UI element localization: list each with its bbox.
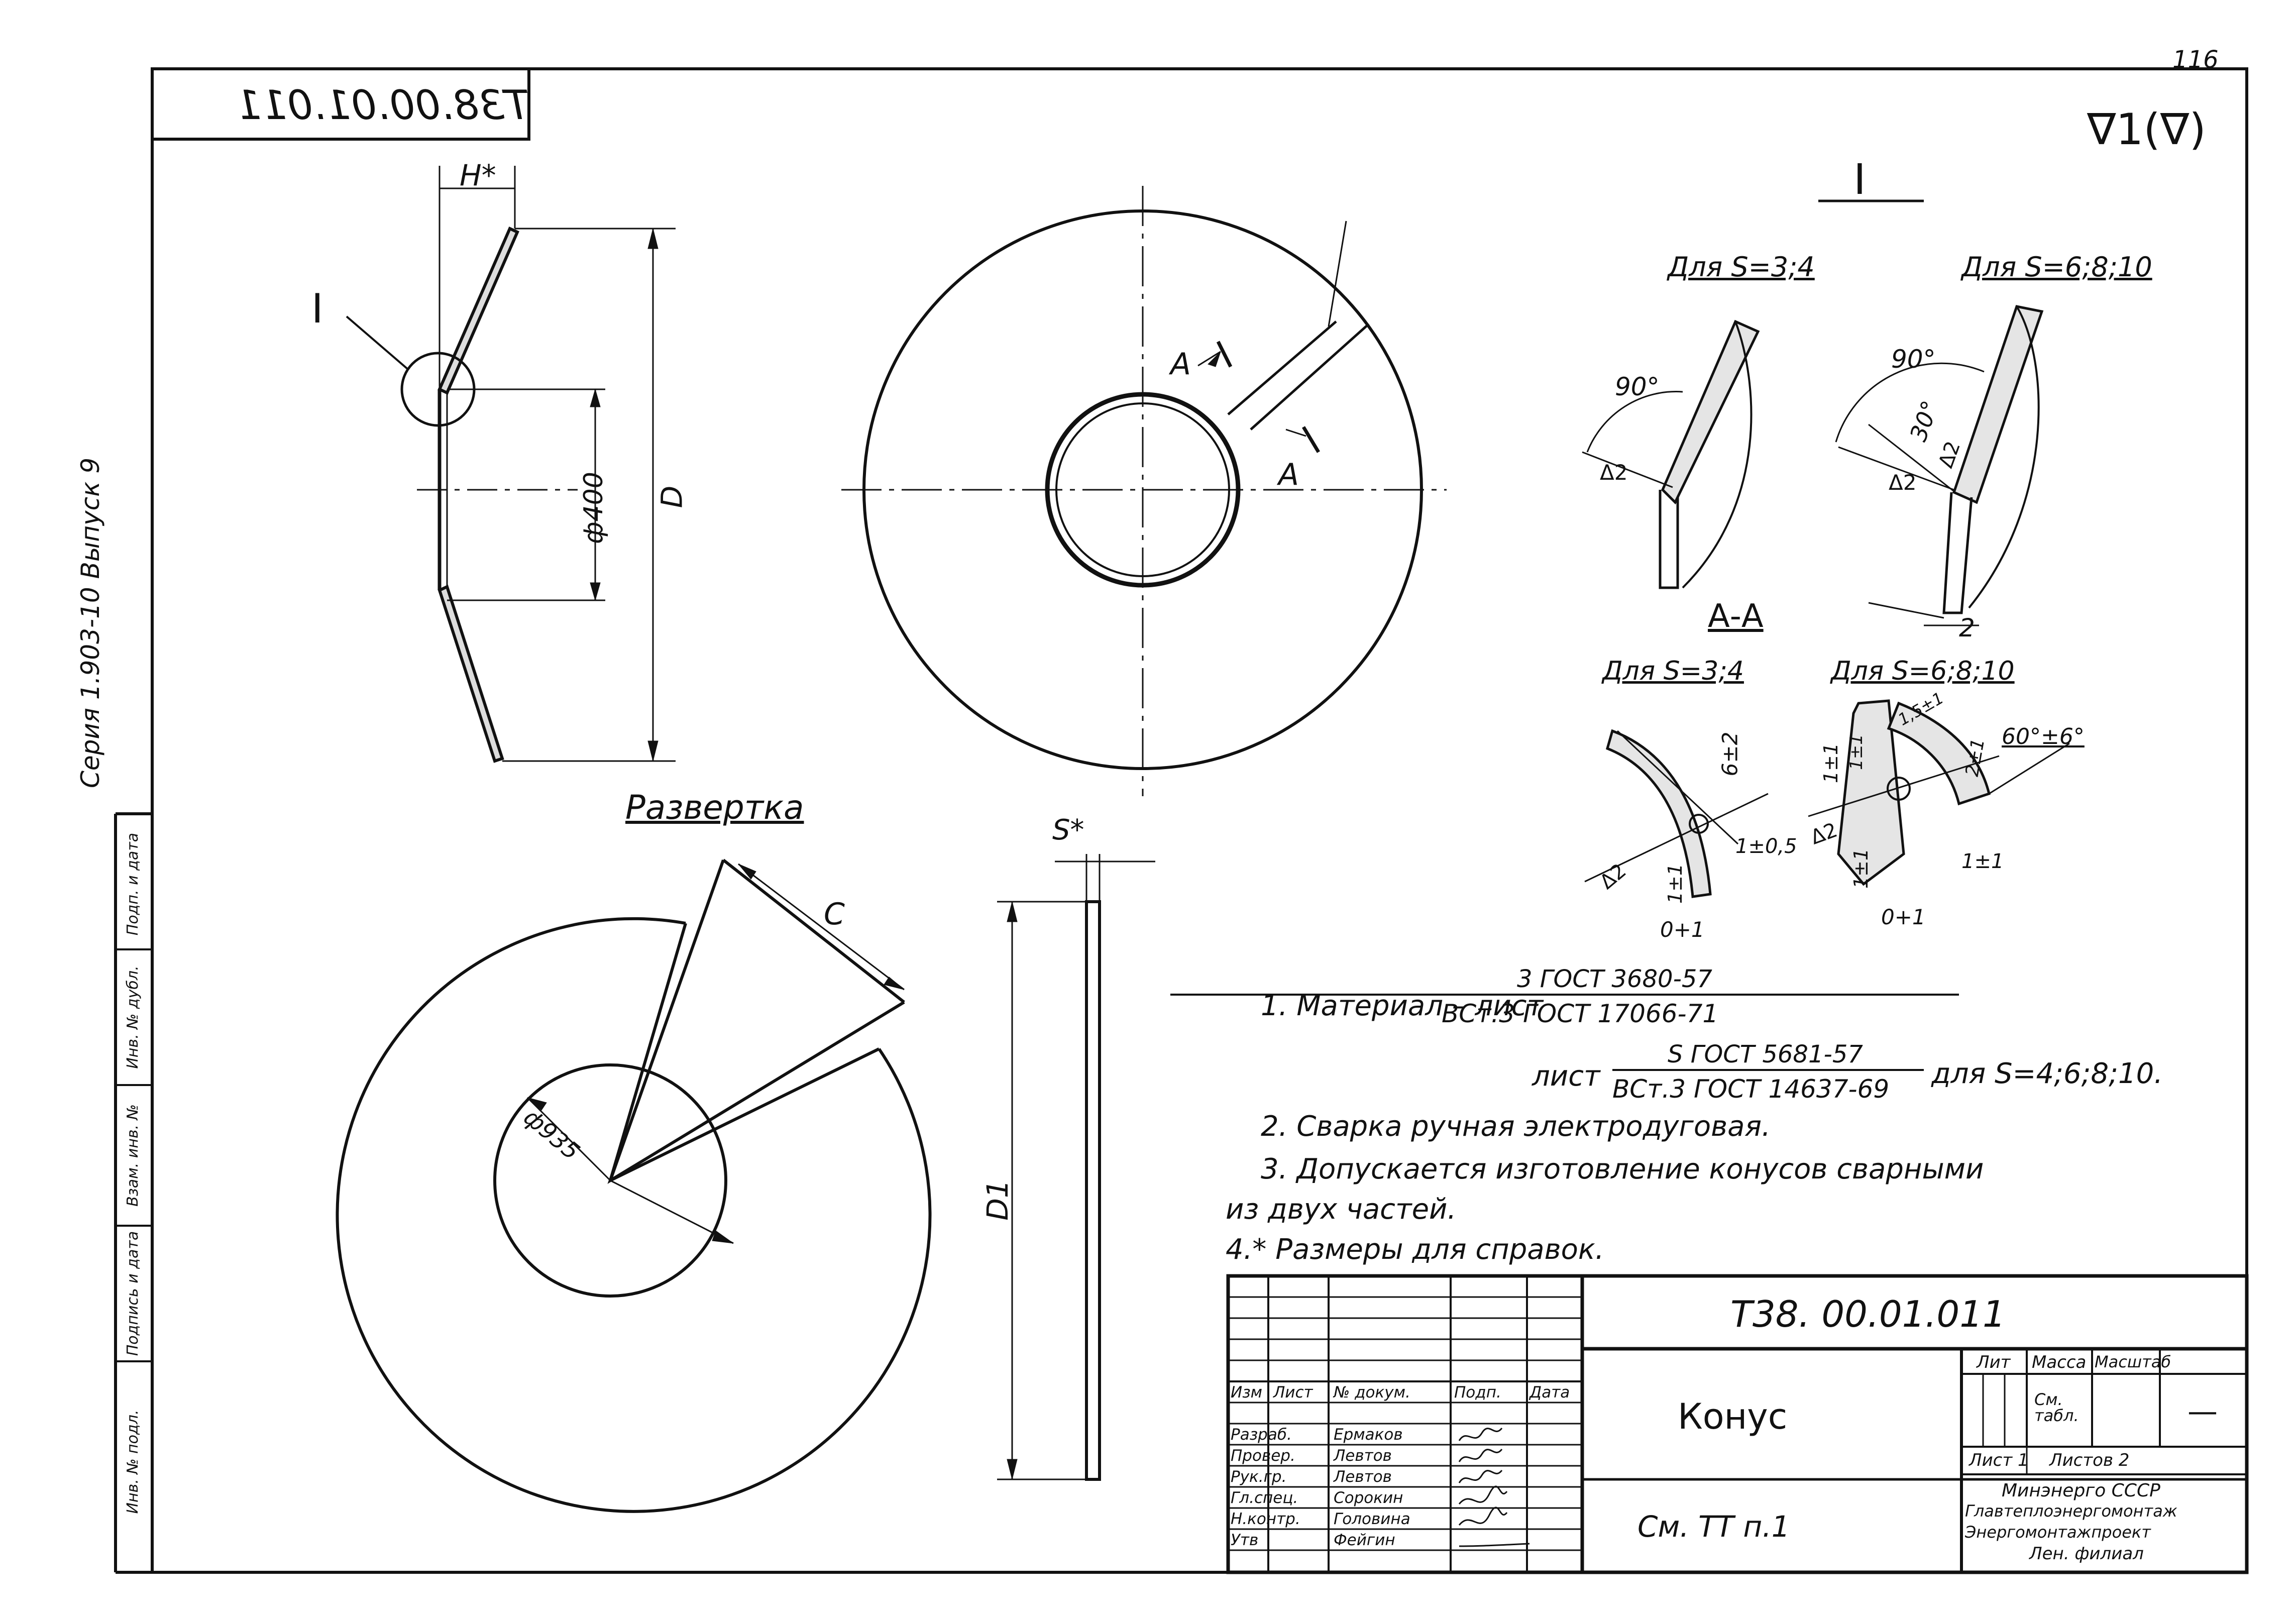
col-header: Лист [1273,1383,1313,1402]
angle-90: 90° [1615,372,1660,401]
note-1-denominator: ВСт.3 ГОСТ 14637-69 [1612,1074,1890,1104]
flat-blank-view [997,854,1155,1481]
mirrored-doc-code: Т38.00.01.011 [236,82,529,129]
side-stamp-field: Инв. № подл. [124,1410,142,1514]
role-name: Сорокин [1334,1489,1403,1507]
role-name: Левтов [1334,1468,1392,1486]
development-view [336,858,932,1513]
title-part-name: Конус [1678,1396,1788,1437]
side-stamp-field: Подп. и дата [124,832,142,936]
dim-d1: D1 [980,1179,1015,1221]
detail-marker: I [311,285,323,332]
sheet-frame [151,67,2248,1574]
detail-left-caption: Для S=3;4 [1668,251,1815,283]
weld-symbol: Δ2 [1889,470,1917,495]
title-reference: См. ТТ п.1 [1637,1510,1790,1544]
dim-6pm2: 6±2 [1717,731,1742,777]
role-label: Провер. [1231,1447,1295,1465]
dim-h: H* [460,158,496,192]
dim-s: S* [1052,814,1084,846]
section-mark-a: A [1278,457,1299,492]
scale-value: — [2188,1394,2218,1429]
note-3-cont: из двух частей. [1226,1193,1457,1226]
scale-header: Масштаб [2095,1352,2171,1371]
org-line: Энергомонтажпроект [1965,1523,2151,1542]
dim-0p1: 0+1 [1660,917,1705,942]
lit-header: Лит [1977,1352,2011,1372]
dim-1pm1: 1±1 [1664,863,1687,904]
dim-0p1: 0+1 [1881,905,1926,929]
note-3: 3. Допускается изготовление конусов свар… [1261,1153,1984,1186]
col-header: № докум. [1334,1383,1410,1402]
section-mark-a: A [1170,347,1191,382]
note-4: 4.* Размеры для справок. [1226,1233,1604,1266]
org-line: Лен. филиал [2029,1544,2144,1564]
org-line: Минэнерго СССР [2002,1480,2160,1501]
weld-symbol: Δ2 [1600,460,1628,485]
title-block-grid [1226,1274,2249,1574]
org-line: Главтеплоэнергомонтаж [1965,1501,2177,1521]
note-2: 2. Сварка ручная электродуговая. [1261,1110,1771,1143]
side-stamp-field: Инв. № дубл. [124,965,142,1069]
angle-90: 90° [1891,345,1936,374]
role-name: Ермаков [1334,1426,1403,1444]
dim-1pm1: 1±1 [1850,848,1873,889]
cone-top-view [841,186,1447,796]
col-header: Дата [1529,1383,1570,1402]
role-label: Н.контр. [1231,1510,1300,1528]
razvertka-title: Развертка [625,788,804,827]
role-label: Разраб. [1231,1426,1292,1444]
angle-60: 60°±6° [2002,724,2085,749]
dim-1pm1: 1±1 [1846,734,1867,770]
series-label: Серия 1.903-10 Выпуск 9 [76,457,105,789]
dim-2: 2 [1959,613,1975,642]
section-left-caption: Для S=3;4 [1602,656,1744,686]
page-number: 116 [2172,46,2219,74]
mass-value: См. табл. [2034,1390,2079,1425]
dim-c: C [824,897,845,932]
dim-1pm1: 1±1 [1961,850,2004,873]
col-header: Изм [1231,1383,1263,1402]
detail-title: I [1853,155,1866,204]
note-1-denominator: ВСт.3 ГОСТ 17066-71 [1442,999,1719,1028]
role-label: Гл.спец. [1231,1489,1298,1507]
title-doc-code: Т38. 00.01.011 [1730,1293,2006,1335]
sheets-label: Листов 2 [2049,1450,2130,1470]
surface-finish-symbol: ∇1(∇) [2087,104,2206,155]
side-stamp-field: Подпись и дата [124,1231,142,1356]
note-1-numerator: S ГОСТ 5681-57 [1668,1040,1863,1068]
role-label: Утв [1231,1531,1259,1549]
side-stamp-field: Взам. инв. № [124,1104,142,1207]
note-1-suffix: для S=4;6;8;10. [1931,1057,2163,1090]
section-title: А-А [1708,598,1764,635]
dim-d: D [654,485,689,508]
role-name: Левтов [1334,1447,1392,1465]
col-header: Подп. [1454,1383,1501,1402]
section-right-caption: Для S=6;8;10 [1831,656,2015,686]
note-1-numerator: 3 ГОСТ 3680-57 [1517,965,1712,993]
dim-1pm1: 1±1 [1820,742,1842,784]
role-name: Фейгин [1334,1531,1395,1549]
note-1-mid: лист [1532,1060,1600,1093]
mass-header: Масса [2032,1352,2087,1372]
note-1-prefix: 1. Материал – лист [1261,990,1544,1022]
dim-1pm05: 1±0,5 [1735,835,1797,858]
role-label: Рук.гр. [1231,1468,1287,1486]
sheet-label: Лист 1 [1969,1450,2029,1470]
detail-views [1582,305,2070,898]
detail-right-caption: Для S=6;8;10 [1961,251,2152,283]
cone-side-view [346,166,676,763]
dim-phi400: ф400 [578,472,609,544]
role-name: Головина [1334,1510,1410,1528]
